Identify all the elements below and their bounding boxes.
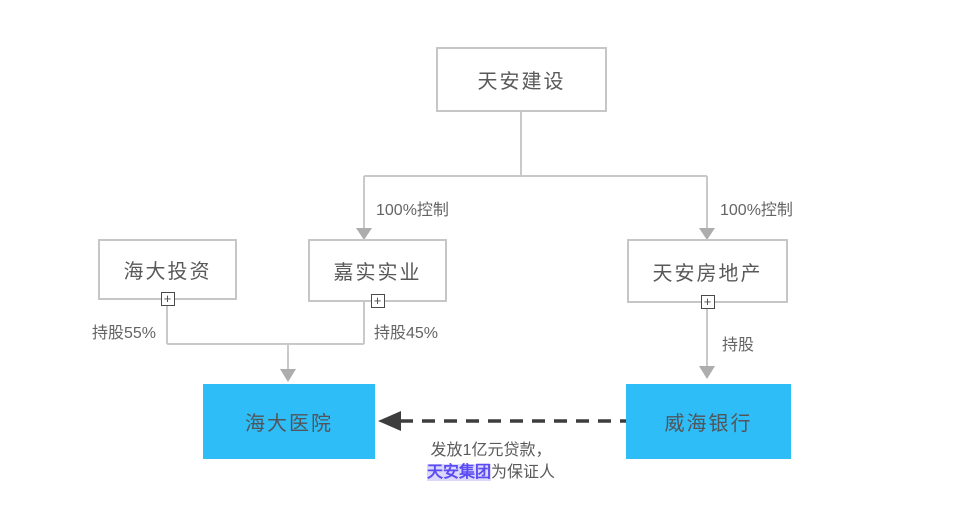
node-label: 天安房地产: [652, 262, 763, 285]
loan-guarantor-entity[interactable]: 天安集团: [426, 464, 491, 481]
expand-icon[interactable]: +: [370, 294, 385, 308]
loan-annotation: 发放1亿元贷款， 天安集团为保证人: [396, 440, 586, 484]
expand-icon[interactable]: +: [700, 295, 715, 309]
node-label: 天安建设: [477, 71, 566, 93]
loan-line1: 发放1亿元贷款，: [430, 442, 552, 459]
loan-line2: 天安集团为保证人: [396, 462, 586, 484]
arrowhead-down-haida-yiyuan: [280, 369, 296, 382]
node-label: 嘉实实业: [333, 262, 422, 284]
node-label: 海大投资: [123, 261, 212, 283]
edge-label-shareholding-45: 持股45%: [374, 325, 439, 342]
arrowhead-left-loan: [378, 411, 401, 431]
expand-icon[interactable]: +: [160, 292, 175, 306]
loan-line2-rest: 为保证人: [491, 464, 556, 481]
node-jiashi-shiye[interactable]: 嘉实实业 +: [308, 239, 447, 308]
arrowhead-down-fangdichan: [699, 228, 715, 240]
arrowhead-down-weihai-yinhang: [699, 366, 715, 379]
edge-label-control-left: 100%控制: [376, 202, 449, 219]
edge-label-shareholding-55: 持股55%: [92, 325, 157, 342]
node-label: 威海银行: [664, 413, 753, 435]
node-haida-yiyuan[interactable]: 海大医院: [203, 384, 375, 459]
node-haida-touzi[interactable]: 海大投资 +: [98, 239, 237, 306]
edge-label-control-right: 100%控制: [720, 202, 793, 219]
node-tianan-fangdichan[interactable]: 天安房地产 +: [627, 239, 788, 309]
node-tianan-jianshe[interactable]: 天安建设: [436, 47, 607, 112]
node-label: 海大医院: [245, 413, 333, 435]
edge-label-shareholding: 持股: [722, 337, 755, 354]
node-weihai-yinhang[interactable]: 威海银行: [626, 384, 791, 459]
arrowhead-down-jiashi: [356, 228, 372, 240]
